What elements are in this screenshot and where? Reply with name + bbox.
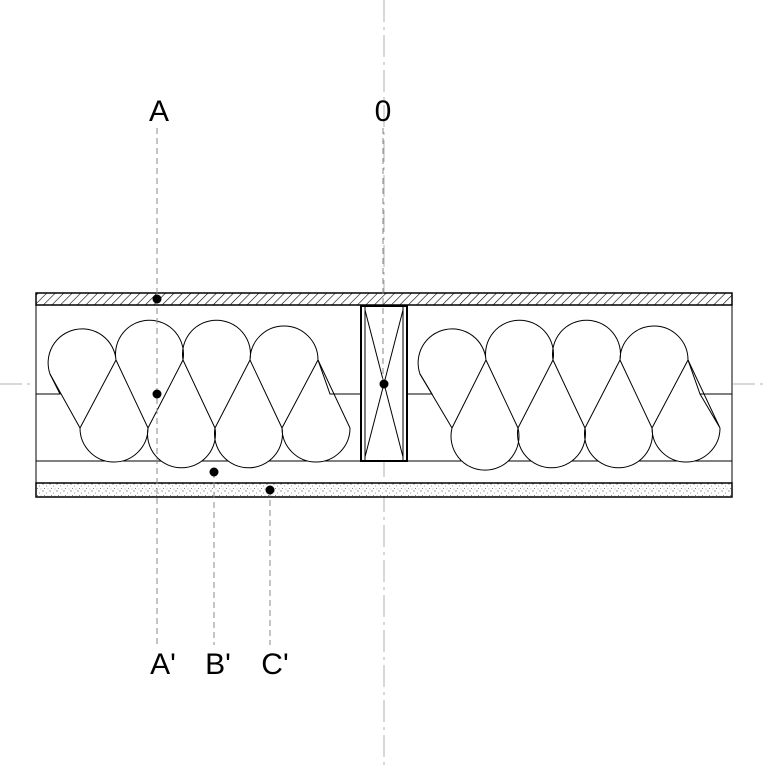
top-sheathing <box>35 292 733 306</box>
point-a-top <box>152 294 162 304</box>
insulation-crossing-left <box>49 359 351 429</box>
insulation-lobes-left-top <box>36 319 360 395</box>
label-zero: 0 <box>375 95 392 128</box>
insulation-batt-right <box>407 319 732 471</box>
insulation-crossing-right <box>419 359 721 429</box>
insulation-lobes-right-bottom <box>450 427 721 471</box>
point-c <box>265 485 275 495</box>
point-b <box>209 467 219 477</box>
label-a-top: A <box>149 95 169 128</box>
section-guides <box>156 128 384 645</box>
insulation-lobes-left-bottom <box>79 427 351 469</box>
label-c-prime: C' <box>261 648 288 681</box>
label-a-prime: A' <box>150 648 176 681</box>
point-a-mid <box>152 389 162 399</box>
measurement-points <box>152 294 389 495</box>
point-zero <box>379 379 389 389</box>
bottom-board <box>35 482 733 498</box>
insulation-batt-left <box>36 319 360 469</box>
label-b-prime: B' <box>205 648 231 681</box>
insulation-lobes-right-top <box>407 319 732 395</box>
